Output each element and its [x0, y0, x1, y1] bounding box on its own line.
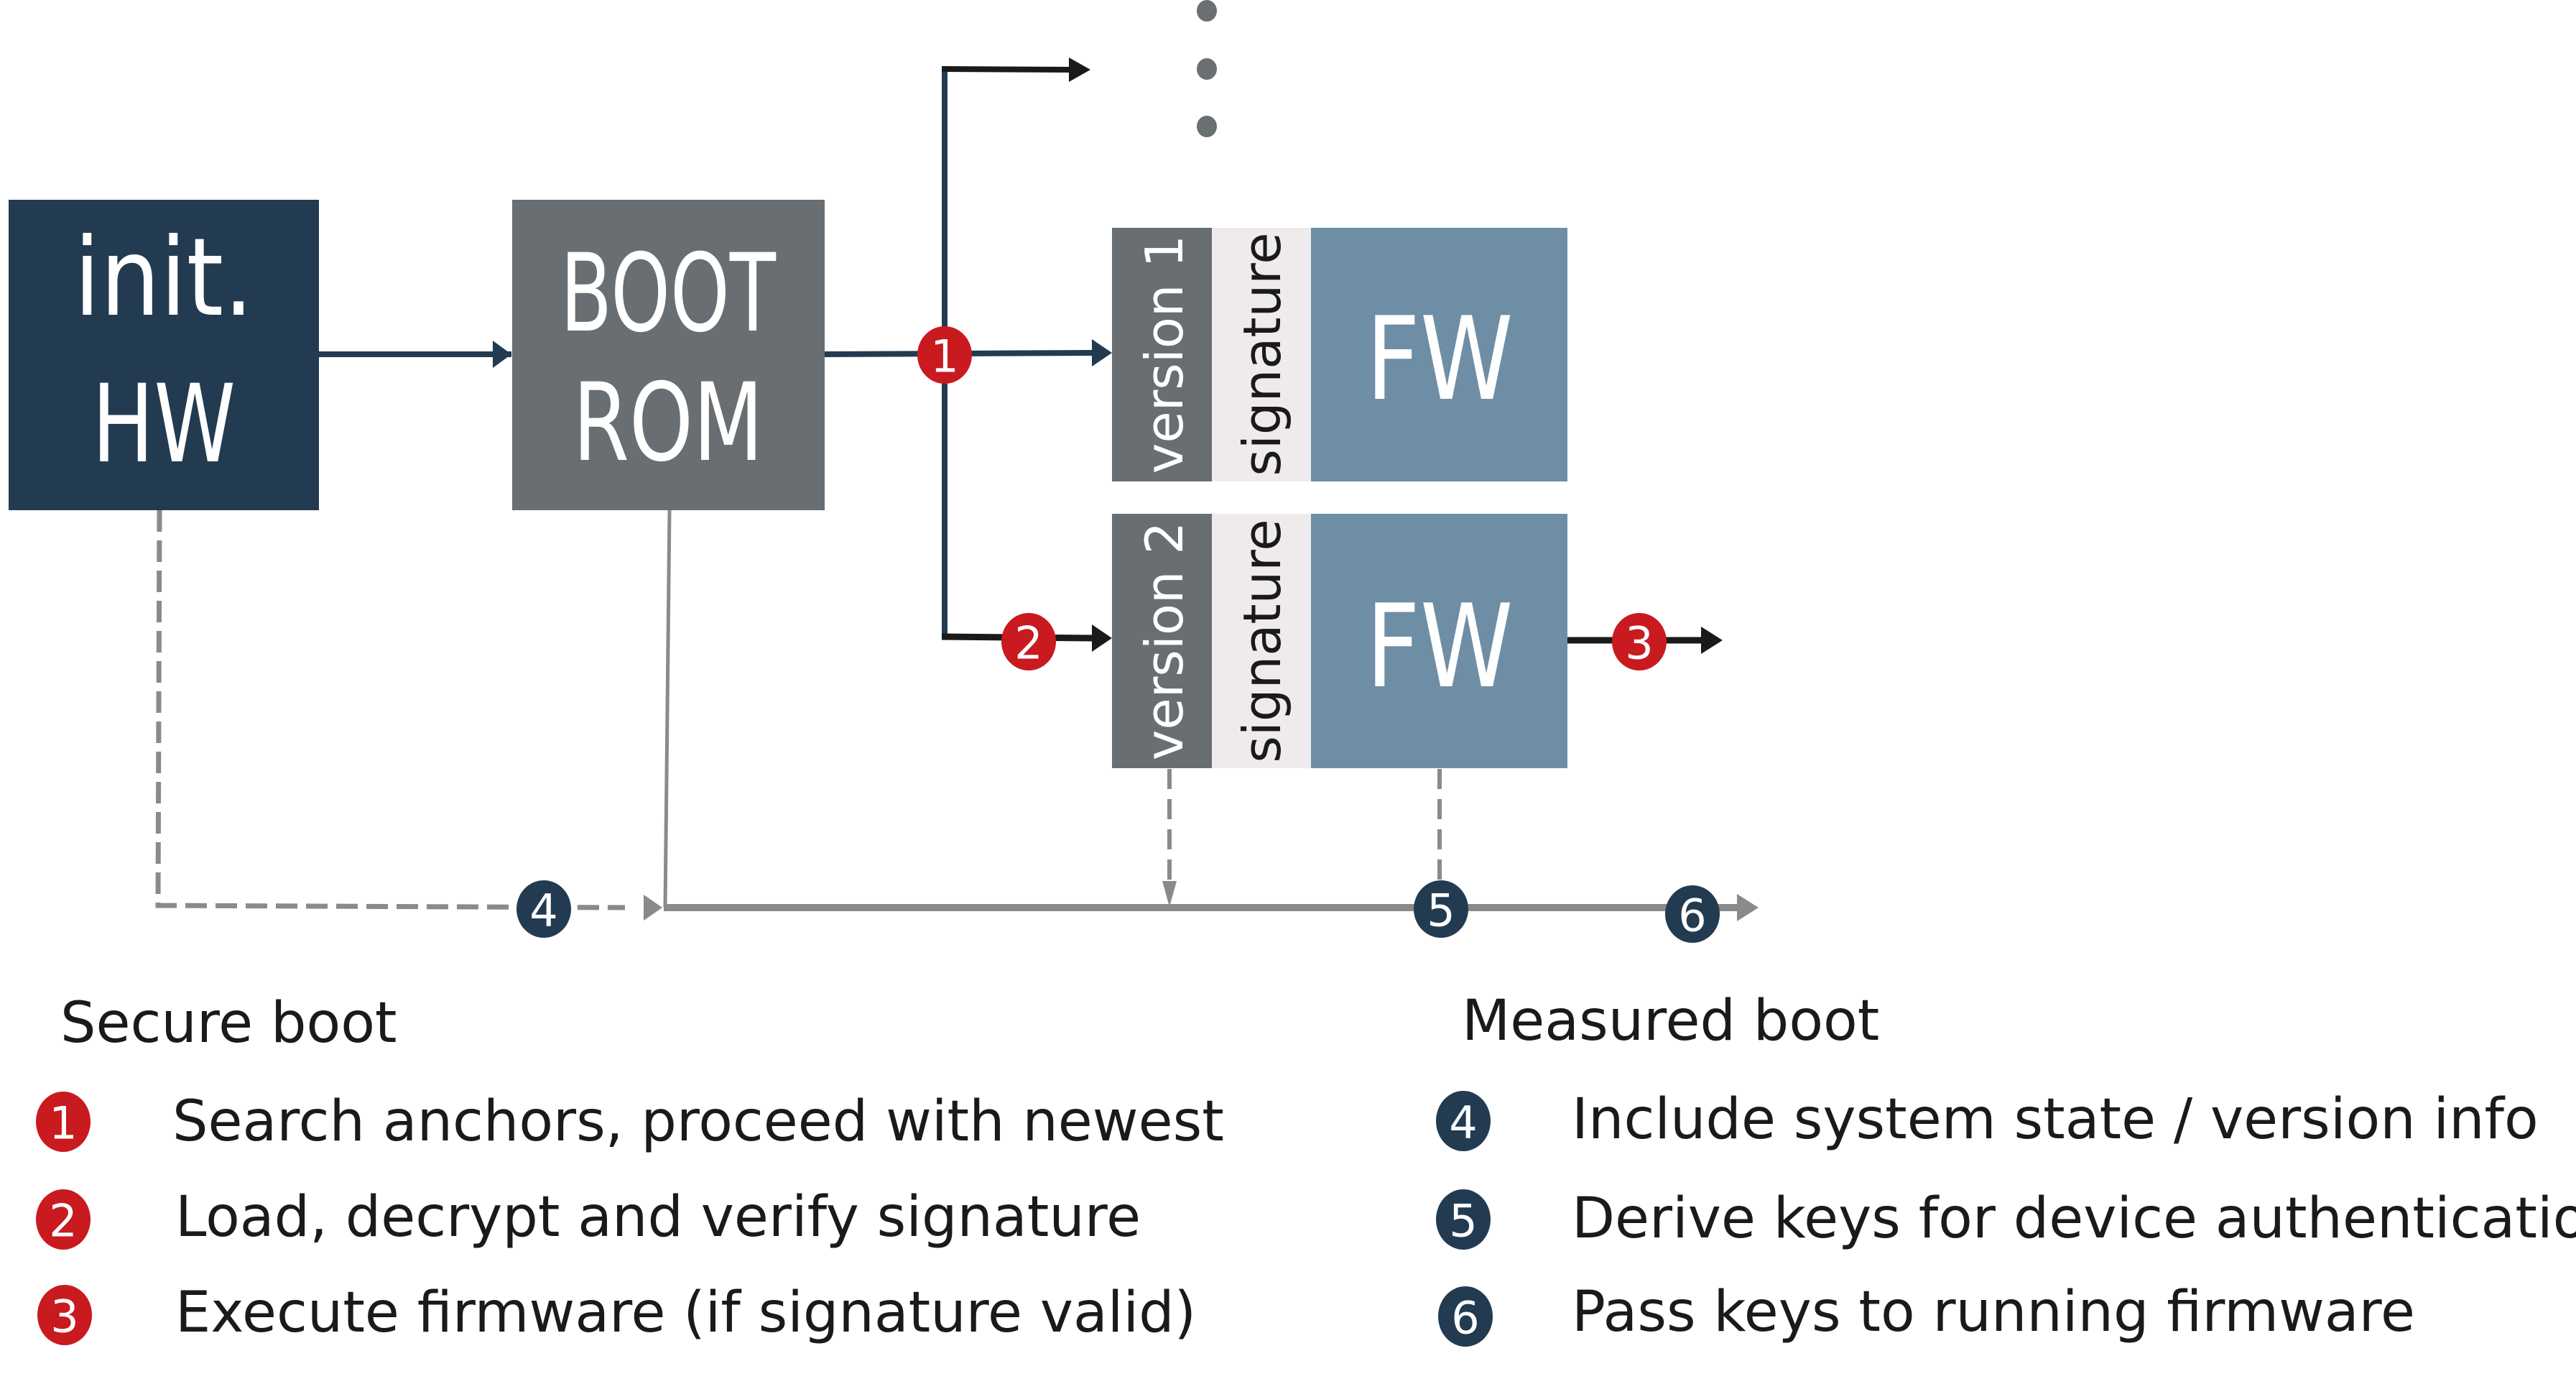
legend-badge-2: 2: [49, 1195, 77, 1247]
version-2-label: version 2: [1134, 522, 1195, 760]
legend-item-3-text: Execute firmware (if signature valid): [175, 1281, 1196, 1345]
legend-badge-3: 3: [50, 1291, 78, 1343]
ellipsis-dot: [1197, 116, 1217, 137]
version-1-label: version 1: [1134, 235, 1195, 474]
legend-badge-6: 6: [1451, 1292, 1479, 1345]
boot-rom-label-line1: BOOT: [560, 231, 777, 356]
arrowhead-measure-4: [644, 895, 662, 921]
badge-1-number: 1: [930, 331, 958, 383]
legend-item-2-text: Load, decrypt and verify signature: [175, 1185, 1141, 1250]
legend-item-1-text: Search anchors, proceed with newest: [172, 1089, 1224, 1154]
ellipsis-more-anchors: [1197, 0, 1217, 137]
signature-1-label: signature: [1232, 232, 1292, 476]
badge-5-number: 5: [1427, 885, 1455, 937]
fw-1-block: [1311, 228, 1567, 481]
arrowhead-version2: [1162, 881, 1177, 907]
legend-secure-item: 2 Load, decrypt and verify signature: [36, 1185, 1141, 1250]
badge-6: 6: [1665, 885, 1720, 943]
legend-badge-5: 5: [1449, 1195, 1477, 1247]
legend-measured-title: Measured boot: [1462, 989, 1879, 1053]
bootrom-down-line: [663, 509, 672, 908]
dashed-line-init-measure: [155, 509, 626, 910]
badge-3: 3: [1612, 613, 1667, 670]
arrowhead-execute: [1701, 627, 1723, 654]
badge-1: 1: [917, 326, 972, 384]
legend-measured-item: 5 Derive keys for device authentication: [1436, 1186, 2576, 1251]
badge-4: 4: [516, 880, 571, 938]
arrowhead-measurement-bus: [1737, 894, 1759, 921]
legend-badge-1: 1: [49, 1097, 77, 1150]
legend-measured-boot: Measured boot 4 Include system state / v…: [1436, 989, 2576, 1347]
legend-secure-boot: Secure boot 1 Search anchors, proceed wi…: [36, 991, 1224, 1345]
arrowhead-init-to-bootrom: [493, 341, 511, 368]
legend-measured-item: 4 Include system state / version info: [1436, 1087, 2539, 1152]
signature-2-block: [1212, 514, 1311, 768]
signature-2-label: signature: [1232, 519, 1292, 762]
legend-secure-title: Secure boot: [60, 991, 397, 1056]
badge-6-number: 6: [1678, 890, 1706, 942]
boot-rom-label-line2: ROM: [573, 361, 764, 486]
legend-item-5-text: Derive keys for device authentication: [1572, 1186, 2576, 1251]
init-hw-label-line1: init.: [74, 216, 254, 341]
fw-1-label: FW: [1366, 292, 1514, 426]
ellipsis-dot: [1197, 0, 1217, 22]
arrowhead-to-anchor1: [1092, 339, 1112, 366]
fw-2-label: FW: [1366, 579, 1514, 714]
legend-item-6-text: Pass keys to running firmware: [1572, 1280, 2415, 1345]
firmware-anchor-2: version 2 signature FW: [1112, 514, 1567, 768]
arrowhead-to-anchor2: [1092, 624, 1112, 652]
arrowhead-branch-top: [1069, 57, 1090, 82]
boot-rom-box: BOOT ROM: [512, 200, 825, 510]
legend-measured-item: 6 Pass keys to running firmware: [1438, 1280, 2415, 1347]
firmware-anchor-1: version 1 signature FW: [1112, 228, 1567, 481]
arrow-branch-top: [941, 66, 1070, 73]
badge-2: 2: [1001, 613, 1056, 670]
init-hw-box: init. HW: [9, 200, 319, 510]
badge-3-number: 3: [1625, 617, 1653, 670]
version-2-block: [1112, 514, 1212, 768]
badge-5: 5: [1414, 880, 1468, 938]
signature-1-block: [1212, 228, 1311, 481]
fw-2-block: [1311, 514, 1567, 768]
legend-item-4-text: Include system state / version info: [1572, 1087, 2539, 1152]
legend-secure-item: 1 Search anchors, proceed with newest: [36, 1089, 1224, 1154]
badge-4-number: 4: [529, 885, 557, 937]
badge-2-number: 2: [1014, 617, 1042, 670]
legend-badge-4: 4: [1449, 1097, 1477, 1149]
ellipsis-dot: [1197, 58, 1217, 80]
legend-secure-item: 3 Execute firmware (if signature valid): [37, 1281, 1196, 1345]
init-hw-label-line2: HW: [92, 362, 236, 487]
version-1-block: [1112, 228, 1212, 481]
